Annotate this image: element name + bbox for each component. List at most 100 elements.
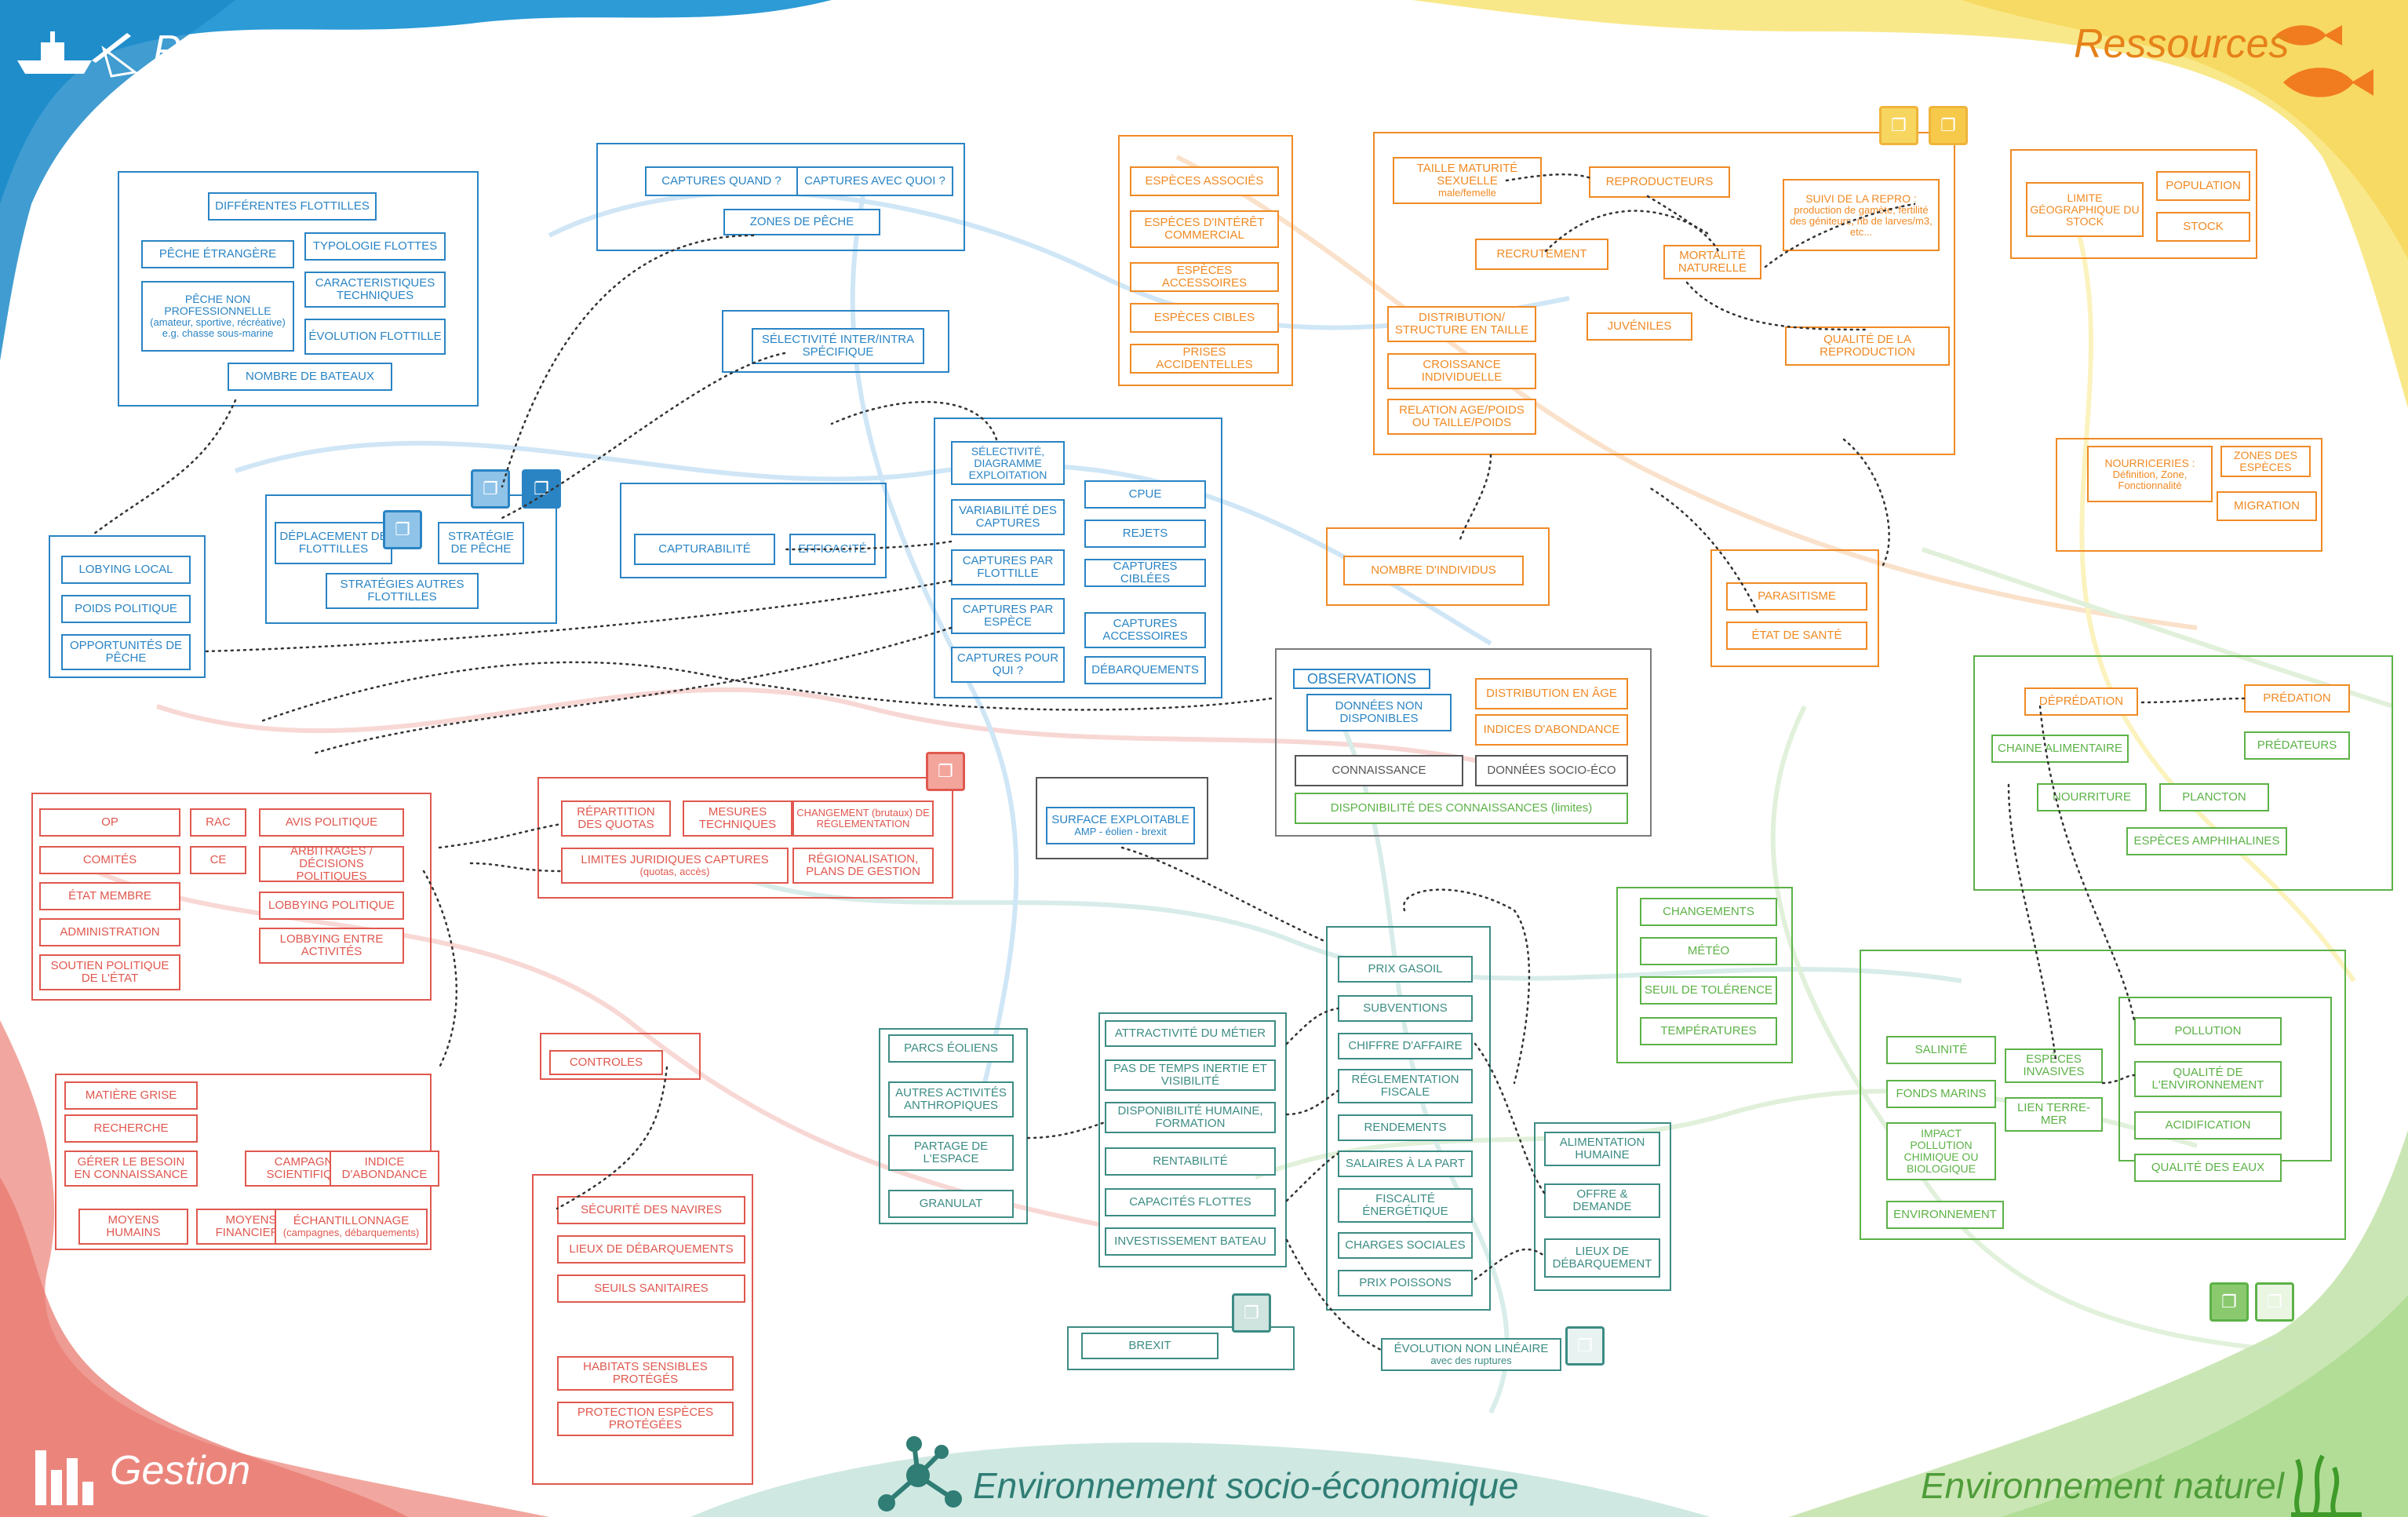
node-lien-terre-mer[interactable]: LIEN TERRE-MER bbox=[2005, 1097, 2103, 1132]
node-fiscalite-energetique[interactable]: FISCALITÉ ÉNERGÉTIQUE bbox=[1338, 1188, 1473, 1223]
node-chiffre-d-affaire[interactable]: CHIFFRE D'AFFAIRE bbox=[1338, 1033, 1473, 1059]
node-especes-amphihalines[interactable]: ESPÈCES AMPHIHALINES bbox=[2126, 827, 2287, 855]
node-soutien-politique-de-l-etat[interactable]: SOUTIEN POLITIQUE DE L'ÉTAT bbox=[39, 954, 180, 990]
node-impact-pollution-chimique-ou-biologique[interactable]: IMPACT POLLUTION CHIMIQUE OU BIOLOGIQUE bbox=[1886, 1122, 1996, 1180]
node-avis-politique[interactable]: AVIS POLITIQUE bbox=[259, 808, 404, 837]
node-relation-age-poids-ou-taille-poids[interactable]: RELATION AGE/POIDS OU TAILLE/POIDS bbox=[1387, 399, 1536, 435]
node-acidification[interactable]: ACIDIFICATION bbox=[2134, 1111, 2282, 1140]
node-population[interactable]: POPULATION bbox=[2156, 171, 2250, 201]
node-lieux-de-debarquement[interactable]: LIEUX DE DÉBARQUEMENT bbox=[1544, 1238, 1660, 1278]
node-parasitisme[interactable]: PARASITISME bbox=[1726, 582, 1867, 611]
node-reproducteurs[interactable]: REPRODUCTEURS bbox=[1589, 166, 1730, 198]
node-habitats-sensibles-proteges[interactable]: HABITATS SENSIBLES PROTÉGÉS bbox=[557, 1356, 734, 1391]
node-lobbying-entre-activites[interactable]: LOBBYING ENTRE ACTIVITÉS bbox=[259, 928, 404, 964]
node-evolution-flottille[interactable]: ÉVOLUTION FLOTTILLE bbox=[304, 319, 446, 355]
node-etat-membre[interactable]: ÉTAT MEMBRE bbox=[39, 882, 180, 910]
node-predation[interactable]: PRÉDATION bbox=[2244, 684, 2350, 713]
node-peche-non-professionnelle[interactable]: PÊCHE NON PROFESSIONNELLE(amateur, sport… bbox=[141, 281, 294, 352]
node-alimentation-humaine[interactable]: ALIMENTATION HUMAINE bbox=[1544, 1132, 1660, 1166]
node-selectivite-inter-intra-specifique[interactable]: SÉLECTIVITÉ INTER/INTRA SPÉCIFIQUE bbox=[752, 328, 924, 364]
node-securite-des-navires[interactable]: SÉCURITÉ DES NAVIRES bbox=[557, 1196, 745, 1224]
node-comites[interactable]: COMITÉS bbox=[39, 846, 180, 874]
node-prix-gasoil[interactable]: PRIX GASOIL bbox=[1338, 956, 1473, 983]
node-lieux-de-debarquements[interactable]: LIEUX DE DÉBARQUEMENTS bbox=[557, 1235, 745, 1264]
node-recrutement[interactable]: RECRUTEMENT bbox=[1475, 239, 1608, 270]
node-captures-par-espece[interactable]: CAPTURES PAR ESPÈCE bbox=[951, 598, 1065, 634]
node-plancton[interactable]: PLANCTON bbox=[2159, 783, 2269, 811]
node-brexit[interactable]: BREXIT bbox=[1081, 1333, 1219, 1359]
node-differentes-flottilles[interactable]: DIFFÉRENTES FLOTTILLES bbox=[208, 192, 377, 221]
node-qualite-des-eaux[interactable]: QUALITÉ DES EAUX bbox=[2134, 1154, 2282, 1182]
node-cpue[interactable]: CPUE bbox=[1084, 480, 1206, 509]
node-especes-cibles[interactable]: ESPÈCES CIBLES bbox=[1130, 303, 1279, 333]
reglementation-card-icon[interactable]: ❐ bbox=[926, 752, 965, 791]
node-moyens-humains[interactable]: MOYENS HUMAINS bbox=[78, 1209, 188, 1245]
node-environnement[interactable]: ENVIRONNEMENT bbox=[1886, 1201, 2004, 1229]
node-regionalisation-plans-de-gestion[interactable]: RÉGIONALISATION, PLANS DE GESTION bbox=[792, 848, 934, 884]
node-parcs-eoliens[interactable]: PARCS ÉOLIENS bbox=[888, 1034, 1014, 1063]
node-disponibilite-des-connaissances-limites[interactable]: DISPONIBILITÉ DES CONNAISSANCES (limites… bbox=[1295, 793, 1628, 824]
node-prises-accidentelles[interactable]: PRISES ACCIDENTELLES bbox=[1130, 344, 1279, 374]
node-migration[interactable]: MIGRATION bbox=[2217, 491, 2317, 521]
node-rac[interactable]: RAC bbox=[190, 808, 246, 837]
node-donnees-socio-eco[interactable]: DONNÉES SOCIO-ÉCO bbox=[1475, 755, 1628, 786]
node-op[interactable]: OP bbox=[39, 808, 180, 837]
node-partage-de-l-espace[interactable]: PARTAGE DE L'ESPACE bbox=[888, 1135, 1014, 1171]
node-arbitrages-decisions-politiques[interactable]: ARBITRAGES / DÉCISIONS POLITIQUES bbox=[259, 846, 404, 882]
node-changements[interactable]: CHANGEMENTS bbox=[1640, 898, 1777, 926]
node-autres-activites-anthropiques[interactable]: AUTRES ACTIVITÉS ANTHROPIQUES bbox=[888, 1081, 1014, 1118]
node-mesures-techniques[interactable]: MESURES TECHNIQUES bbox=[683, 800, 792, 837]
node-rendements[interactable]: RENDEMENTS bbox=[1338, 1114, 1473, 1141]
cycle-card-icon-2[interactable]: ❐ bbox=[1929, 106, 1968, 145]
node-seuils-sanitaires[interactable]: SEUILS SANITAIRES bbox=[557, 1274, 745, 1303]
node-captures-par-flottille[interactable]: CAPTURES PAR FLOTTILLE bbox=[951, 549, 1065, 585]
node-opportunites-de-peche[interactable]: OPPORTUNITÉS DE PÊCHE bbox=[61, 634, 191, 670]
node-capacites-flottes[interactable]: CAPACITÉS FLOTTES bbox=[1105, 1188, 1276, 1216]
node-variabilite-des-captures[interactable]: VARIABILITÉ DES CAPTURES bbox=[951, 499, 1065, 535]
node-suivi-de-la-repro[interactable]: SUIVI DE LA REPRO :production de gamète,… bbox=[1783, 179, 1940, 251]
ecosysteme-card-icon[interactable]: ❐ bbox=[2209, 1282, 2249, 1322]
node-pas-de-temps-inertie-et-visibilite[interactable]: PAS DE TEMPS INERTIE ET VISIBILITÉ bbox=[1105, 1059, 1276, 1091]
node-repartition-des-quotas[interactable]: RÉPARTITION DES QUOTAS bbox=[561, 800, 671, 837]
node-prix-poissons[interactable]: PRIX POISSONS bbox=[1338, 1270, 1473, 1296]
node-fonds-marins[interactable]: FONDS MARINS bbox=[1886, 1080, 1996, 1108]
node-subventions[interactable]: SUBVENTIONS bbox=[1338, 995, 1473, 1022]
node-temperatures[interactable]: TEMPÉRATURES bbox=[1640, 1017, 1777, 1045]
node-echantillonnage[interactable]: ÉCHANTILLONNAGE(campagnes, débarquements… bbox=[275, 1209, 428, 1245]
node-nourriceries[interactable]: NOURRICERIES :Définition, Zone, Fonction… bbox=[2087, 446, 2213, 502]
node-strategies-autres-flottilles[interactable]: STRATÉGIES AUTRES FLOTTILLES bbox=[326, 573, 479, 609]
node-captures-pour-qui[interactable]: CAPTURES POUR QUI ? bbox=[951, 647, 1065, 683]
node-peche-etrangere[interactable]: PÊCHE ÉTRANGÈRE bbox=[141, 240, 294, 268]
node-efficacite[interactable]: EFFICACITÉ bbox=[789, 534, 876, 565]
node-indices-d-abondance[interactable]: INDICES D'ABONDANCE bbox=[1475, 714, 1628, 746]
flottille-card-icon[interactable]: ❐ bbox=[471, 469, 510, 509]
cycle-card-icon[interactable]: ❐ bbox=[1879, 106, 1918, 145]
node-salaires-a-la-part[interactable]: SALAIRES À LA PART bbox=[1338, 1151, 1473, 1177]
node-reglementation-fiscale[interactable]: RÉGLEMENTATION FISCALE bbox=[1338, 1069, 1473, 1103]
node-caracteristiques-techniques[interactable]: CARACTERISTIQUES TECHNIQUES bbox=[304, 272, 446, 308]
flottille-card-icon-2[interactable]: ❐ bbox=[522, 469, 561, 509]
node-meteo[interactable]: MÉTÉO bbox=[1640, 937, 1777, 965]
node-debarquements[interactable]: DÉBARQUEMENTS bbox=[1084, 656, 1206, 684]
node-zones-des-especes[interactable]: ZONES DES ESPÈCES bbox=[2220, 446, 2311, 477]
node-salinite[interactable]: SALINITÉ bbox=[1886, 1036, 1996, 1064]
node-limites-juridiques-captures[interactable]: LIMITES JURIDIQUES CAPTURES(quotas, accè… bbox=[561, 848, 789, 884]
node-captures-ciblees[interactable]: CAPTURES CIBLÉES bbox=[1084, 559, 1206, 587]
node-predateurs[interactable]: PRÉDATEURS bbox=[2244, 731, 2350, 760]
ecosysteme-card-icon-2[interactable]: ❐ bbox=[2255, 1282, 2294, 1322]
node-especes-invasives[interactable]: ESPÈCES INVASIVES bbox=[2005, 1048, 2103, 1083]
node-especes-d-interet-commercial[interactable]: ESPÈCES D'INTÉRÊT COMMERCIAL bbox=[1130, 210, 1279, 248]
node-captures-quand[interactable]: CAPTURES QUAND ? bbox=[645, 166, 798, 196]
node-rentabilite[interactable]: RENTABILITÉ bbox=[1105, 1147, 1276, 1176]
node-granulat[interactable]: GRANULAT bbox=[888, 1190, 1014, 1218]
node-etat-de-sante[interactable]: ÉTAT DE SANTÉ bbox=[1726, 622, 1867, 650]
node-captures-avec-quoi[interactable]: CAPTURES AVEC QUOI ? bbox=[796, 166, 953, 196]
node-pollution[interactable]: POLLUTION bbox=[2134, 1017, 2282, 1045]
node-nombre-d-individus[interactable]: NOMBRE D'INDIVIDUS bbox=[1343, 556, 1524, 585]
node-lobying-local[interactable]: LOBYING LOCAL bbox=[61, 556, 191, 584]
deplacement-card-icon[interactable]: ❐ bbox=[383, 510, 422, 549]
node-nourriture[interactable]: NOURRITURE bbox=[2037, 783, 2147, 811]
node-selectivite-diagramme-exploitation[interactable]: SÉLECTIVITÉ, DIAGRAMME EXPLOITATION bbox=[951, 441, 1065, 485]
